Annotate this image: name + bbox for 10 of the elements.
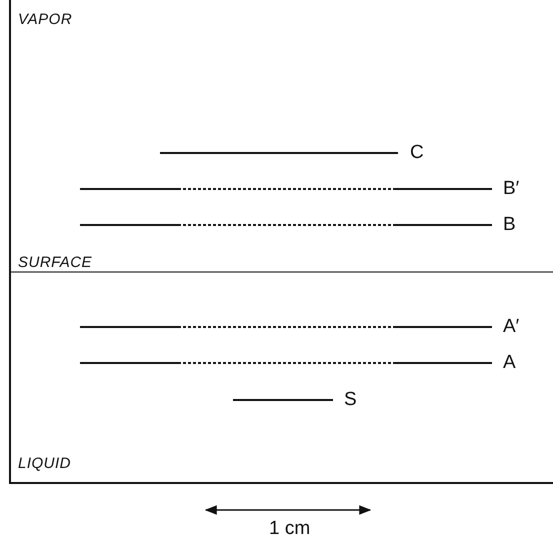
level-label: B [503, 215, 516, 234]
level-label: B′ [503, 179, 520, 198]
region-label: VAPOR [18, 12, 72, 27]
region-label: LIQUID [18, 456, 72, 471]
level-label: A′ [503, 317, 520, 336]
level-label: C [410, 143, 424, 162]
level-label: S [344, 390, 357, 409]
scale-label: 1 cm [269, 519, 310, 537]
region-label: SURFACE [18, 255, 92, 270]
level-label: A [503, 353, 516, 372]
